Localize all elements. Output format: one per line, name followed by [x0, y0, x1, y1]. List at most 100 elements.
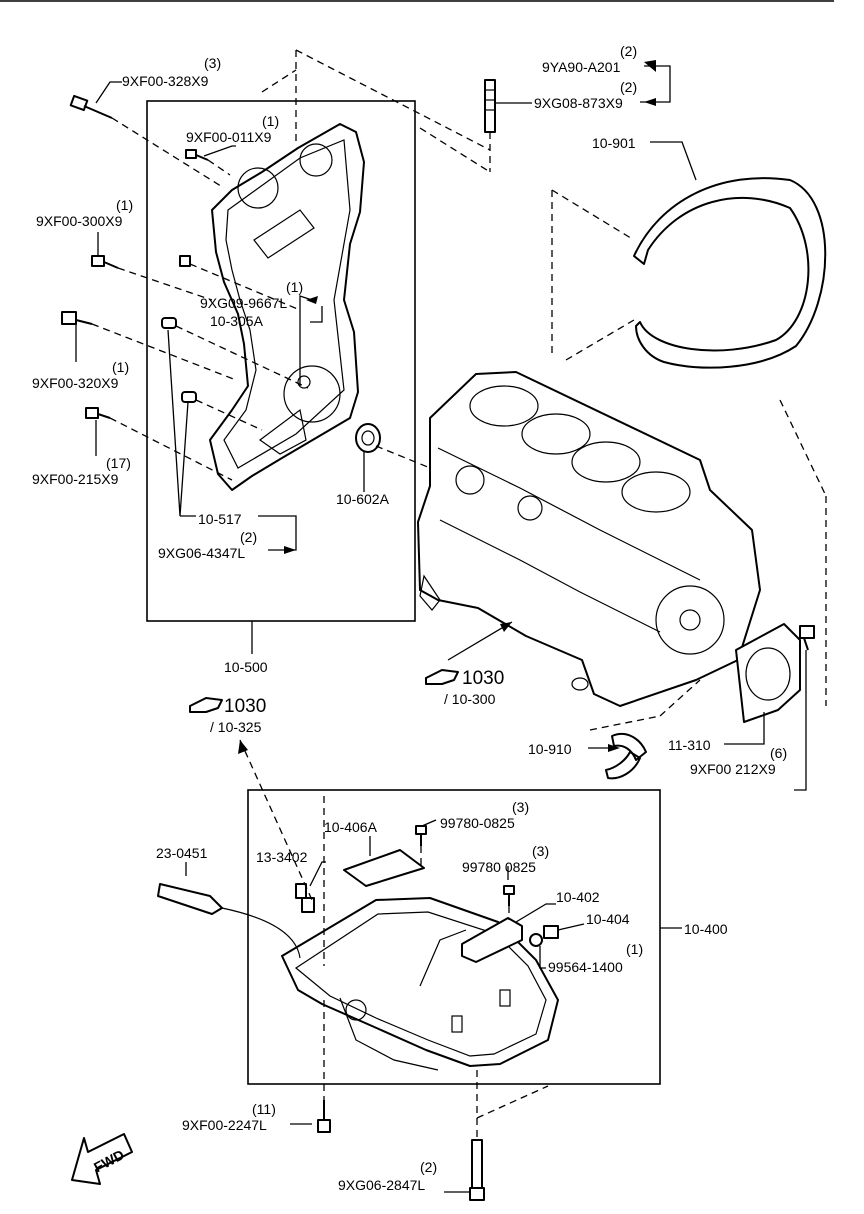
label-328x9: 9XF00-328X9: [122, 73, 209, 89]
leader-10402: [515, 903, 556, 923]
guide-rear-plate-c: [565, 319, 635, 361]
qty-320x9: (1): [112, 359, 129, 375]
label-320x9: 9XF00-320X9: [32, 375, 119, 391]
block-boss-2: [517, 495, 543, 521]
hose-230451: [157, 883, 223, 915]
leader-10901: [650, 141, 697, 181]
label-10404: 10-404: [586, 911, 630, 927]
guide-320x9: [91, 323, 237, 381]
ref-10300: / 10-300: [444, 691, 496, 707]
label-215x9: 9XF00-215X9: [32, 471, 119, 487]
block-drain: [571, 677, 589, 691]
leader-block: [447, 621, 513, 661]
guide-dowel-2: [195, 399, 263, 431]
leader-10404: [557, 923, 585, 931]
arrow-1030-up: [238, 740, 248, 754]
oil-seal-10602a: [355, 423, 381, 453]
label-4347l: 9XG06-4347L: [158, 545, 245, 561]
rear-seal-lip: [745, 647, 791, 701]
label-873x9: 9XG08-873X9: [534, 95, 623, 111]
qty-300x9: (1): [116, 197, 133, 213]
cylinder-bore-3: [571, 441, 641, 483]
qty-215x9: (17): [106, 455, 131, 471]
bolt-212x9: [799, 625, 815, 651]
qty-2247l: (11): [252, 1101, 276, 1117]
dowel-pin-1: [161, 317, 177, 329]
front-cover-frame: [146, 100, 416, 622]
guide-2847l-b: [476, 1085, 549, 1119]
leader-10305a: [310, 306, 323, 323]
arrow-a201: [644, 60, 656, 72]
label-1400: 99564-1400: [548, 959, 623, 975]
hose-lead: [221, 907, 301, 959]
ref-10325: / 10-325: [210, 719, 262, 735]
crank-rear-flange: [655, 585, 725, 655]
cover-bore-1: [237, 167, 279, 209]
label-212x9: 9XF00 212X9: [690, 761, 776, 777]
qty-1400: (1): [626, 941, 643, 957]
rear-seal-housing-11310: [735, 623, 801, 723]
pointing-hand-icon: [425, 669, 459, 685]
bolt-0825-a: [415, 825, 427, 846]
block-skirt-line: [439, 519, 661, 633]
oil-pan-stud-2: [451, 1015, 463, 1033]
label-10305a: 10-305A: [210, 313, 264, 329]
label-0825-a: 99780-0825: [440, 815, 515, 831]
block-deck-edge: [437, 447, 701, 581]
block-boss-1: [455, 465, 485, 495]
thrust-bearing-10910: [605, 733, 647, 780]
guide-011x9: [207, 159, 231, 176]
cover-rib-b: [258, 408, 307, 455]
block-foot: [419, 574, 441, 611]
cover-rib-a: [253, 209, 315, 259]
leader-328x9: [95, 81, 122, 104]
guide-328x9: [111, 117, 225, 189]
label-2247l: 9XF00-2247L: [182, 1117, 267, 1133]
baffle-plate-10402: [461, 917, 523, 963]
label-0825-b: 99780 0825: [462, 859, 536, 875]
cylinder-bore-2: [521, 413, 591, 455]
stud-bolt-873x9: [484, 79, 496, 133]
oil-pan-baffle: [419, 929, 467, 987]
oil-seal-inner: [361, 430, 375, 446]
bolt-328x9: [69, 94, 113, 119]
qty-4347l: (2): [240, 529, 257, 545]
label-10602a: 10-602A: [336, 491, 390, 507]
guide-dowel-1: [175, 325, 309, 389]
label-10517: 10-517: [198, 511, 242, 527]
label-11310: 11-310: [668, 737, 711, 753]
washer-1400: [529, 933, 543, 947]
oil-pan-sump: [339, 997, 439, 1071]
cover-bore-2: [299, 143, 333, 177]
arrow-873x9: [644, 98, 656, 106]
bolt-320x9: [61, 311, 93, 325]
guide-bearing-a: [589, 715, 661, 731]
qty-a201: (2): [620, 43, 637, 59]
oil-pan-stud-1: [499, 989, 511, 1007]
leader-0825-a: [421, 819, 437, 827]
qty-9667l: (1): [286, 279, 303, 295]
cylinder-block: [417, 371, 761, 707]
guide-9667l: [189, 263, 301, 311]
label-10500: 10-500: [224, 659, 268, 675]
oil-pan-rim: [294, 911, 547, 1057]
drain-plug-10404: [543, 925, 559, 939]
arrow-10910: [608, 744, 620, 752]
pointing-hand-icon: [189, 697, 223, 713]
oil-pan-frame: [247, 789, 661, 1085]
leader-212x9: [794, 650, 807, 791]
guide-1030-arrow: [239, 739, 313, 901]
leader-10517: [167, 329, 196, 517]
oil-level-sensor-133402: [295, 883, 315, 913]
guide-top-d: [419, 127, 491, 173]
guide-rear-right-a: [779, 399, 827, 497]
arrow-9667l: [306, 296, 318, 304]
qty-0825-a: (3): [512, 799, 529, 815]
dowel-pin-2: [181, 391, 197, 403]
guide-rear-plate-a: [551, 189, 635, 241]
ref-1030-a: 1030: [224, 696, 266, 717]
arrow-block: [500, 622, 512, 632]
guide-300x9: [117, 267, 213, 301]
crank-seal-bore: [283, 365, 341, 423]
qty-2847l: (2): [420, 1159, 437, 1175]
